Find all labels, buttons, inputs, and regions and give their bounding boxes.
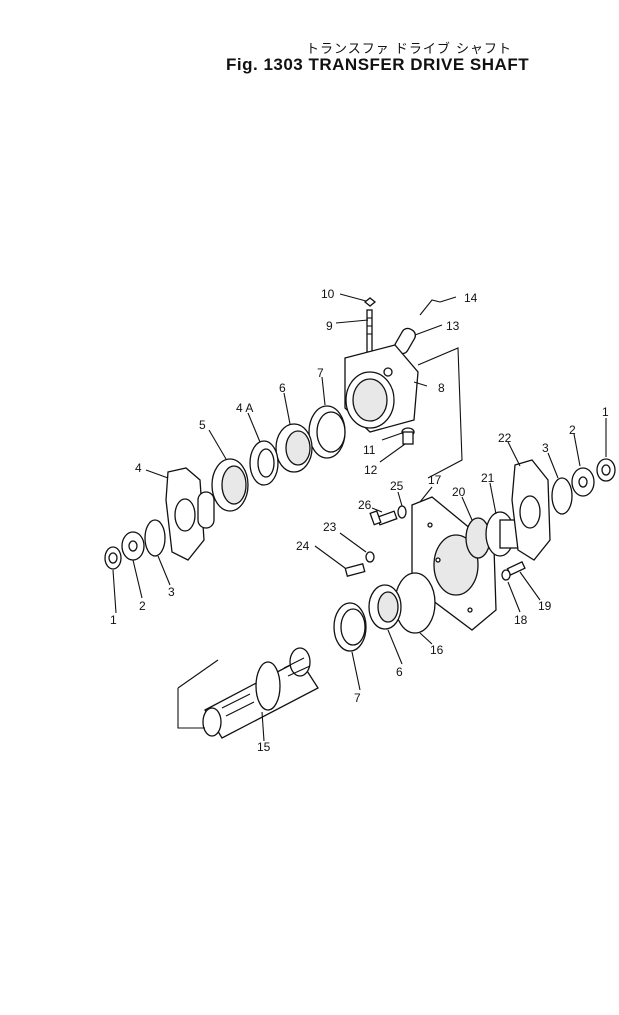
callout-1-left: 1 [110, 613, 117, 627]
callout-5: 5 [199, 418, 206, 432]
part-washer-25 [397, 505, 407, 519]
part-nut-right [596, 458, 616, 482]
callout-4: 4 [135, 461, 142, 475]
part-washer-right [571, 467, 595, 497]
callout-8: 8 [438, 381, 445, 395]
callout-17: 17 [428, 473, 442, 487]
callout-15: 15 [257, 740, 271, 754]
part-bolt-26 [369, 510, 398, 526]
part-o-ring-right [551, 477, 573, 515]
callout-3-left: 3 [168, 585, 175, 599]
part-yoke-left [165, 467, 215, 561]
part-yoke-right [511, 459, 551, 561]
callout-13: 13 [446, 319, 460, 333]
part-o-ring-left [144, 519, 166, 557]
part-oil-seal [211, 458, 249, 512]
part-housing [344, 344, 419, 433]
callout-18: 18 [514, 613, 528, 627]
callout-11: 11 [363, 443, 376, 457]
callout-14: 14 [464, 291, 478, 305]
part-bearing-cup-lower [333, 602, 367, 652]
callout-3-right: 3 [542, 441, 549, 455]
callout-12: 12 [364, 463, 378, 477]
part-washer-23 [365, 551, 375, 563]
part-bearing-cone-upper [275, 423, 313, 473]
part-drain-plug [401, 427, 415, 445]
callout-23: 23 [323, 520, 337, 534]
callout-labels: 10 9 14 13 8 7 6 4 A 5 4 1 2 3 11 12 25 … [110, 287, 609, 754]
part-washer-18 [501, 569, 511, 581]
callout-1-right: 1 [602, 405, 609, 419]
part-nut-left [104, 546, 122, 570]
part-bolt-24 [344, 563, 366, 577]
callout-2-left: 2 [139, 599, 146, 613]
figure-title: Fig. 1303 TRANSFER DRIVE SHAFT [226, 55, 530, 74]
callout-21: 21 [481, 471, 495, 485]
part-spacer [249, 440, 279, 486]
callout-24: 24 [296, 539, 310, 553]
callout-25: 25 [390, 479, 404, 493]
part-bearing-cone-lower [368, 584, 402, 630]
part-bearing-cup-upper [308, 405, 346, 459]
figure-title-japanese: トランスファ ドライブ シャフト [306, 42, 513, 57]
callout-4A: 4 A [236, 401, 253, 415]
callout-22: 22 [498, 431, 512, 445]
leader-lines [112, 293, 607, 742]
part-drive-shaft [202, 647, 319, 739]
callout-26: 26 [358, 498, 372, 512]
callout-6-upper: 6 [279, 381, 286, 395]
callout-9: 9 [326, 319, 333, 333]
callout-20: 20 [452, 485, 466, 499]
callout-19: 19 [538, 599, 552, 613]
callout-10: 10 [321, 287, 335, 301]
callout-7-lower: 7 [354, 691, 361, 705]
callout-7-upper: 7 [317, 366, 324, 380]
part-washer-left [121, 531, 145, 561]
callout-6-lower: 6 [396, 665, 403, 679]
part-bearing-right [485, 511, 521, 557]
part-breather-plug [363, 297, 377, 353]
callout-2-right: 2 [569, 423, 576, 437]
callout-16: 16 [430, 643, 444, 657]
